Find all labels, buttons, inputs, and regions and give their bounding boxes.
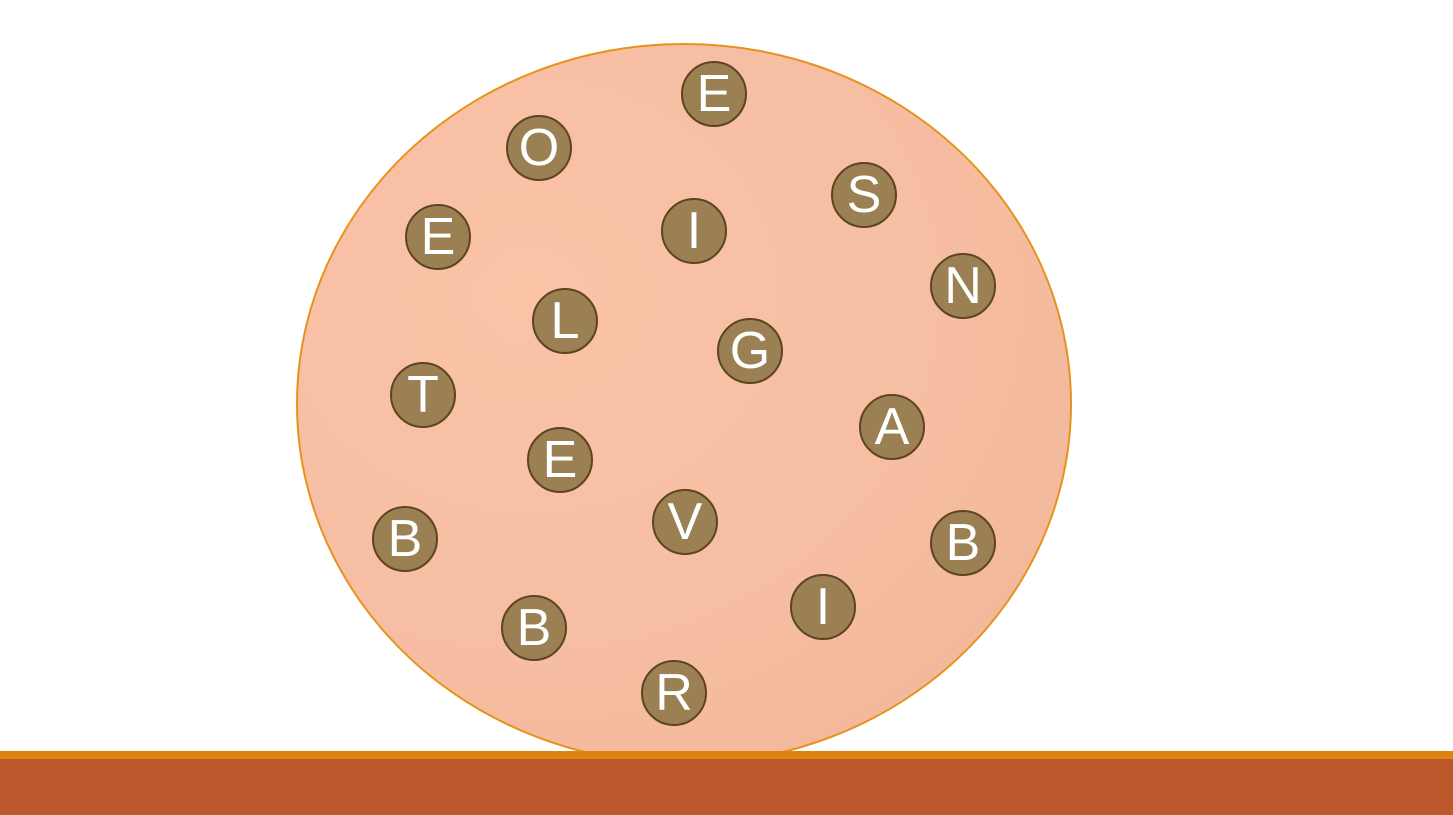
letter-token[interactable]: R xyxy=(641,660,707,726)
letter-token[interactable]: O xyxy=(506,115,572,181)
letter-token[interactable]: E xyxy=(405,204,471,270)
letter-token[interactable]: T xyxy=(390,362,456,428)
letter-token[interactable]: G xyxy=(717,318,783,384)
letter-token[interactable]: I xyxy=(661,198,727,264)
letter-token[interactable]: N xyxy=(930,253,996,319)
letter-token[interactable]: E xyxy=(527,427,593,493)
letter-token[interactable]: I xyxy=(790,574,856,640)
letter-token[interactable]: A xyxy=(859,394,925,460)
letter-token[interactable]: L xyxy=(532,288,598,354)
letter-token[interactable]: B xyxy=(930,510,996,576)
letter-token[interactable]: E xyxy=(681,61,747,127)
floor-accent-line xyxy=(0,751,1453,759)
floor-bar xyxy=(0,759,1453,815)
letter-token[interactable]: B xyxy=(372,506,438,572)
letter-token[interactable]: V xyxy=(652,489,718,555)
letter-token[interactable]: S xyxy=(831,162,897,228)
letter-token[interactable]: B xyxy=(501,595,567,661)
